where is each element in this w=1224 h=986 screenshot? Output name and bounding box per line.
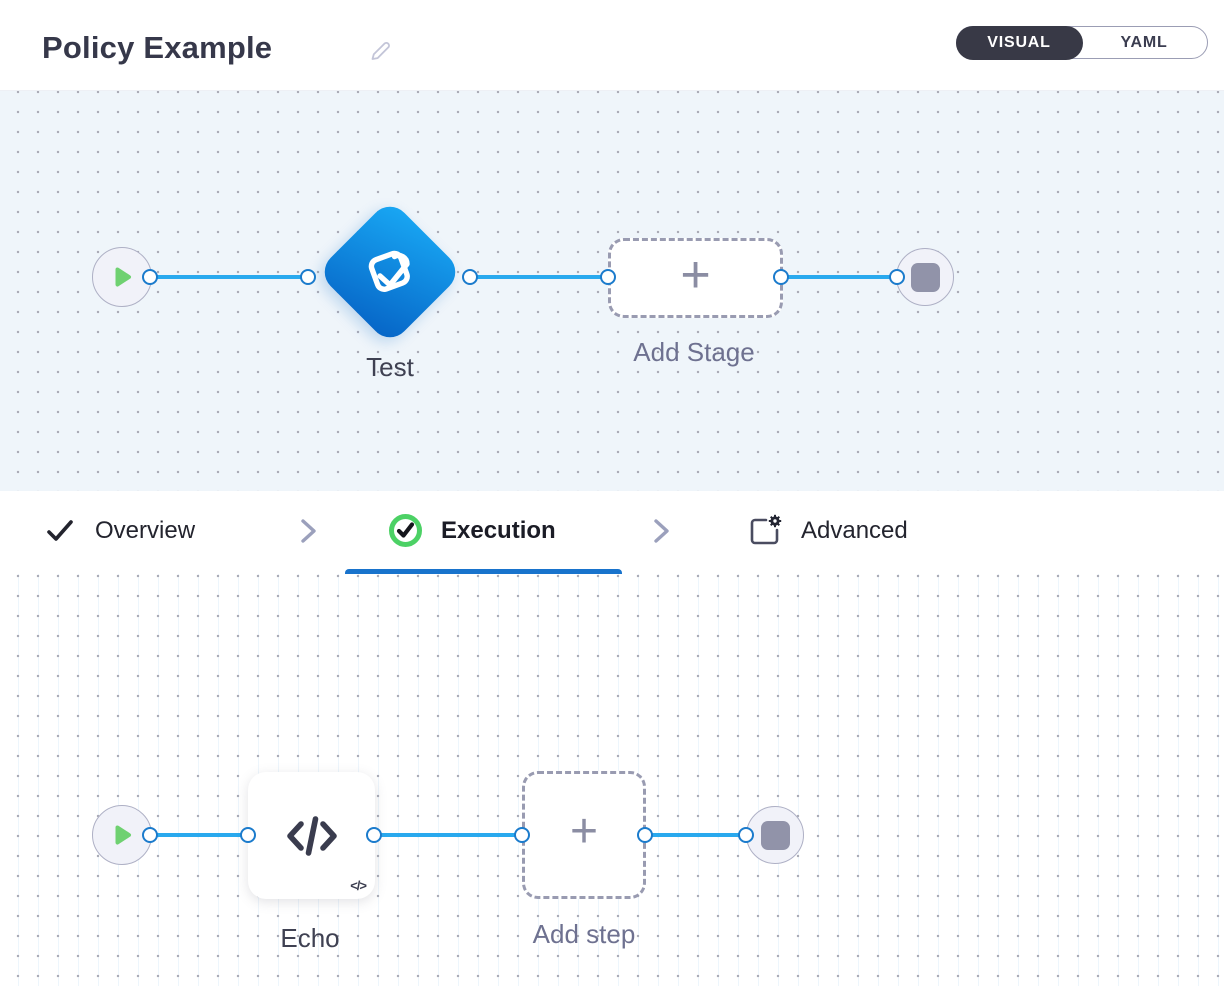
connector-port[interactable] [514,827,530,843]
connector-line [150,275,308,279]
connector-port[interactable] [600,269,616,285]
execution-steps-canvas[interactable]: </> Echo + Add step [0,574,1224,986]
shell-script-badge: </> [350,878,367,893]
tab-overview-label: Overview [95,516,196,544]
connector-port[interactable] [142,269,158,285]
connector-line [781,275,897,279]
tab-advanced-label: Advanced [801,516,908,544]
step-node-echo[interactable]: </> [248,772,375,899]
stage-node-test[interactable] [316,198,464,346]
connector-line [645,833,746,837]
toggle-yaml[interactable]: YAML [1120,33,1168,51]
active-tab-underline [345,569,622,574]
chevron-right-icon [301,519,316,543]
tab-advanced[interactable]: Advanced [746,491,908,570]
chevron-right-icon [654,519,669,543]
connector-line [374,833,522,837]
check-icon [47,519,73,541]
toggle-visual[interactable]: VISUAL [955,25,1083,60]
code-icon [286,815,337,856]
stop-icon [910,262,940,292]
wizard-tabbar: Overview Execution [0,491,1224,574]
connector-port[interactable] [637,827,653,843]
page-title: Policy Example [42,30,273,65]
connector-port[interactable] [142,827,158,843]
connector-port[interactable] [240,827,256,843]
connector-port[interactable] [366,827,382,843]
step-name-label: Echo [280,923,340,953]
connector-port[interactable] [773,269,789,285]
plus-icon: + [680,246,711,304]
visual-yaml-toggle[interactable]: VISUAL YAML [955,25,1208,60]
stage-pipeline-canvas[interactable]: Test + Add Stage [0,91,1224,491]
add-step-button[interactable]: + [522,771,646,899]
tab-execution-label: Execution [441,516,556,544]
edit-pencil-icon[interactable] [368,39,392,63]
stage-name-label: Test [366,352,414,382]
tab-overview[interactable]: Overview [44,491,195,570]
add-stage-button[interactable]: + [608,238,783,318]
connector-port[interactable] [462,269,478,285]
connector-port[interactable] [738,827,754,843]
plus-icon: + [569,805,599,858]
connector-port[interactable] [889,269,905,285]
advanced-settings-icon [750,514,782,544]
play-icon [115,825,131,845]
add-step-label: Add step [532,919,636,949]
header-bar: Policy Example VISUAL YAML [0,0,1224,91]
end-node[interactable] [746,806,804,864]
tab-execution[interactable]: Execution [389,491,556,570]
stop-icon [760,820,790,850]
connector-line [470,275,608,279]
connector-port[interactable] [300,269,316,285]
connector-line [150,833,248,837]
check-circle-icon [389,514,422,547]
play-icon [115,267,131,287]
add-stage-label: Add Stage [633,337,755,367]
